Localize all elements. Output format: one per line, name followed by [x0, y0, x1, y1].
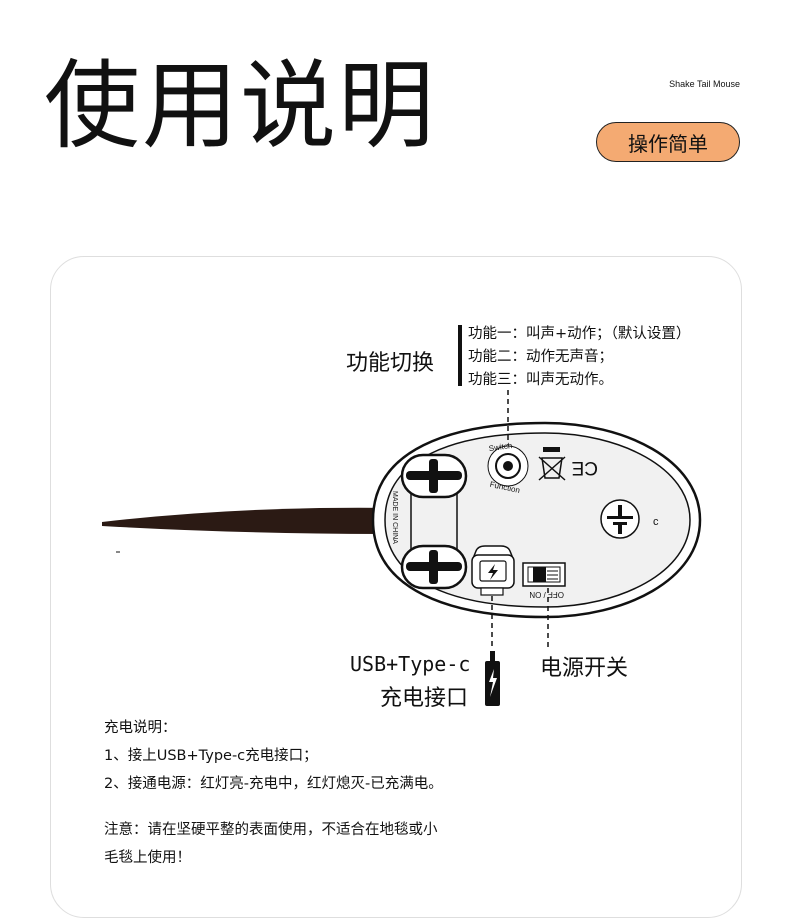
- spacer: [104, 800, 443, 818]
- function-item: 功能三：叫声无动作。: [468, 372, 613, 388]
- caution-line: 注意：请在坚硬平整的表面使用，不适合在地毯或小: [104, 822, 438, 838]
- function-switch-knob[interactable]: [487, 445, 529, 487]
- battery-icon: c: [600, 499, 659, 539]
- charge-item: 2、接通电源：红灯亮-充电中，红灯熄灭-已充满电。: [104, 776, 443, 792]
- function-list: 功能一：叫声+动作；（默认设置） 功能二：动作无声音； 功能三：叫声无动作。: [468, 323, 690, 392]
- crossed-bin-icon: [538, 447, 566, 481]
- easy-operation-badge: 操作简单: [596, 122, 740, 162]
- wheel-top: [400, 453, 468, 499]
- page-title: 使用说明: [44, 50, 436, 162]
- mouse-tail: [102, 507, 392, 534]
- charging-port[interactable]: [471, 545, 515, 596]
- power-switch-label: 电源开关: [540, 656, 629, 681]
- function-item: 功能二：动作无声音；: [468, 349, 613, 365]
- caution-line: 毛毯上使用！: [104, 850, 191, 866]
- charge-item: 1、接上USB+Type-c充电接口；: [104, 748, 318, 764]
- charge-title: 充电说明：: [104, 720, 177, 736]
- ce-mark: CE: [572, 457, 598, 478]
- mouse-underside-diagram: MADE IN CHINA Switch Function CE c: [102, 390, 702, 706]
- wheel-bottom: [400, 544, 468, 590]
- switch-text: Switch: [488, 441, 513, 453]
- usb-plug-icon: [485, 651, 500, 706]
- function-switch-label: 功能切换: [346, 351, 435, 376]
- off-on-text: OFF / ON: [529, 590, 564, 599]
- svg-text:c: c: [653, 516, 659, 528]
- function-item: 功能一：叫声+动作；（默认设置）: [468, 326, 691, 342]
- lightning-icon: [488, 564, 498, 580]
- function-bracket-bar: [458, 325, 462, 386]
- power-switch[interactable]: [522, 562, 566, 587]
- product-subtitle: Shake Tail Mouse: [669, 79, 740, 89]
- charging-port-label: 充电接口: [380, 686, 469, 711]
- usb-type-c-label: USB+Type-c: [350, 652, 471, 676]
- made-in-china-text: MADE IN CHINA: [391, 491, 398, 544]
- instructions-text: 充电说明： 1、接上USB+Type-c充电接口； 2、接通电源：红灯亮-充电中…: [104, 716, 443, 874]
